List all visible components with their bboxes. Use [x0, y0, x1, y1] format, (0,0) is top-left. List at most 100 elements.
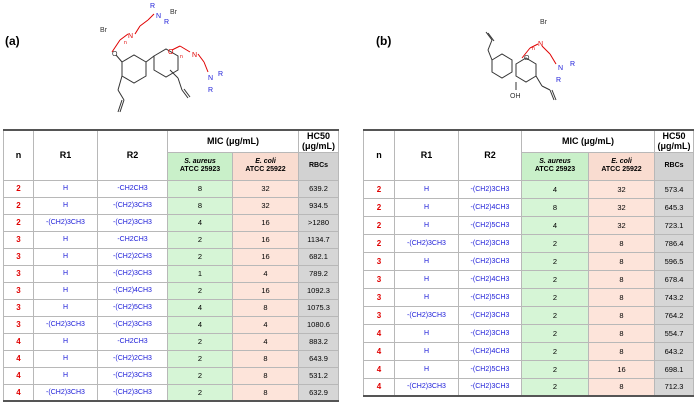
cell-r2: -(CH2)4CH3 — [458, 341, 522, 361]
cell-r2: -(CH2)3CH3 — [458, 179, 522, 199]
cell-hc50: 554.7 — [654, 323, 694, 343]
cell-n: 3 — [363, 305, 395, 325]
cell-mic-s-aureus: 2 — [167, 281, 233, 300]
cell-r1: -(CH2)3CH3 — [33, 315, 98, 334]
header-s-aureus-strain: ATCC 25923 — [179, 166, 221, 173]
mic-table-a: n R1 R2 MIC (μg/mL) HC50 (μg/mL) S. aure… — [3, 129, 339, 402]
header-e-coli-strain: ATCC 25922 — [601, 166, 642, 173]
cell-r1: -(CH2)3CH3 — [33, 213, 98, 232]
cell-mic-e-coli: 8 — [588, 287, 655, 307]
cell-n: 2 — [3, 196, 34, 215]
cell-mic-e-coli: 4 — [232, 315, 299, 334]
cell-mic-e-coli: 32 — [232, 179, 299, 198]
cell-r2: -(CH2)2CH3 — [97, 349, 168, 368]
cell-n: 2 — [363, 179, 395, 199]
molecule-b-r1: R — [570, 61, 575, 68]
cell-n: 3 — [3, 247, 34, 266]
cell-r2: -(CH2)4CH3 — [458, 269, 522, 289]
cell-r1: H — [394, 287, 459, 307]
cell-hc50: 712.3 — [654, 377, 694, 397]
cell-n: 3 — [3, 230, 34, 249]
cell-mic-s-aureus: 2 — [521, 287, 589, 307]
cell-r2: -(CH2)4CH3 — [458, 197, 522, 217]
cell-r2: -(CH2)2CH3 — [97, 247, 168, 266]
cell-hc50: 698.1 — [654, 359, 694, 379]
molecule-b-n-amide: N — [558, 65, 563, 72]
cell-mic-s-aureus: 2 — [521, 377, 589, 397]
cell-r2: -(CH2)3CH3 — [97, 366, 168, 385]
cell-hc50: 1092.3 — [298, 281, 339, 300]
header-n: n — [3, 129, 34, 181]
cell-hc50: 723.1 — [654, 215, 694, 235]
cell-mic-e-coli: 32 — [588, 215, 655, 235]
cell-hc50: 789.2 — [298, 264, 339, 283]
molecule-a-o-left: O — [112, 51, 118, 58]
cell-mic-e-coli: 32 — [588, 179, 655, 199]
mic-table-b: n R1 R2 MIC (μg/mL) HC50 (μg/mL) S. aure… — [363, 129, 694, 397]
header-rbcs: RBCs — [654, 151, 694, 181]
cell-r1: -(CH2)3CH3 — [33, 383, 98, 402]
cell-mic-e-coli: 8 — [232, 366, 299, 385]
header-s-aureus: S. aureus ATCC 25923 — [521, 151, 589, 181]
header-s-aureus-strain: ATCC 25923 — [534, 166, 576, 173]
cell-hc50: >1280 — [298, 213, 339, 232]
molecule-b-oh: OH — [510, 93, 521, 100]
cell-hc50: 682.1 — [298, 247, 339, 266]
header-e-coli-name: E. coli — [255, 158, 276, 165]
cell-hc50: 596.5 — [654, 251, 694, 271]
cell-mic-e-coli: 16 — [232, 230, 299, 249]
cell-hc50: 632.9 — [298, 383, 339, 402]
cell-r2: -(CH2)3CH3 — [97, 213, 168, 232]
cell-r2: -(CH2)3CH3 — [458, 377, 522, 397]
molecule-a-structure: O O N N n n Br Br N R R N R R — [100, 3, 223, 113]
cell-mic-s-aureus: 2 — [167, 247, 233, 266]
header-hc50-unit: (μg/mL) — [302, 141, 335, 152]
cell-r2: -CH2CH3 — [97, 332, 168, 351]
molecule-b-o-atom: O — [524, 55, 530, 62]
panel-b-label: (b) — [376, 34, 392, 48]
cell-r2: -(CH2)4CH3 — [97, 281, 168, 300]
cell-r1: H — [394, 197, 459, 217]
cell-mic-s-aureus: 2 — [521, 269, 589, 289]
header-rbcs: RBCs — [298, 151, 339, 181]
cell-r1: H — [33, 349, 98, 368]
cell-hc50: 743.2 — [654, 287, 694, 307]
cell-hc50: 934.5 — [298, 196, 339, 215]
cell-mic-s-aureus: 2 — [167, 332, 233, 351]
molecule-a-r2-top: R — [164, 19, 169, 26]
cell-mic-s-aureus: 2 — [521, 251, 589, 271]
cell-mic-e-coli: 8 — [588, 323, 655, 343]
cell-r2: -(CH2)5CH3 — [97, 298, 168, 317]
cell-r1: H — [394, 323, 459, 343]
molecule-a-o-right: O — [168, 49, 174, 56]
molecule-b-bromide: Br — [540, 19, 548, 26]
header-r2: R2 — [458, 129, 522, 181]
cell-n: 4 — [3, 383, 34, 402]
cell-n: 3 — [3, 315, 34, 334]
cell-mic-s-aureus: 4 — [521, 215, 589, 235]
cell-r1: H — [33, 298, 98, 317]
header-s-aureus-name: S. aureus — [539, 158, 571, 165]
molecule-a-n-amide-top: N — [156, 13, 161, 20]
cell-hc50: 643.9 — [298, 349, 339, 368]
cell-hc50: 639.2 — [298, 179, 339, 198]
cell-hc50: 643.2 — [654, 341, 694, 361]
cell-r2: -(CH2)5CH3 — [458, 359, 522, 379]
header-s-aureus-name: S. aureus — [184, 158, 216, 165]
cell-n: 3 — [3, 281, 34, 300]
molecule-a-bromide-left: Br — [100, 27, 108, 34]
header-e-coli: E. coli ATCC 25922 — [232, 151, 299, 181]
cell-mic-e-coli: 16 — [232, 213, 299, 232]
cell-r2: -(CH2)3CH3 — [458, 233, 522, 253]
cell-n: 2 — [363, 233, 395, 253]
